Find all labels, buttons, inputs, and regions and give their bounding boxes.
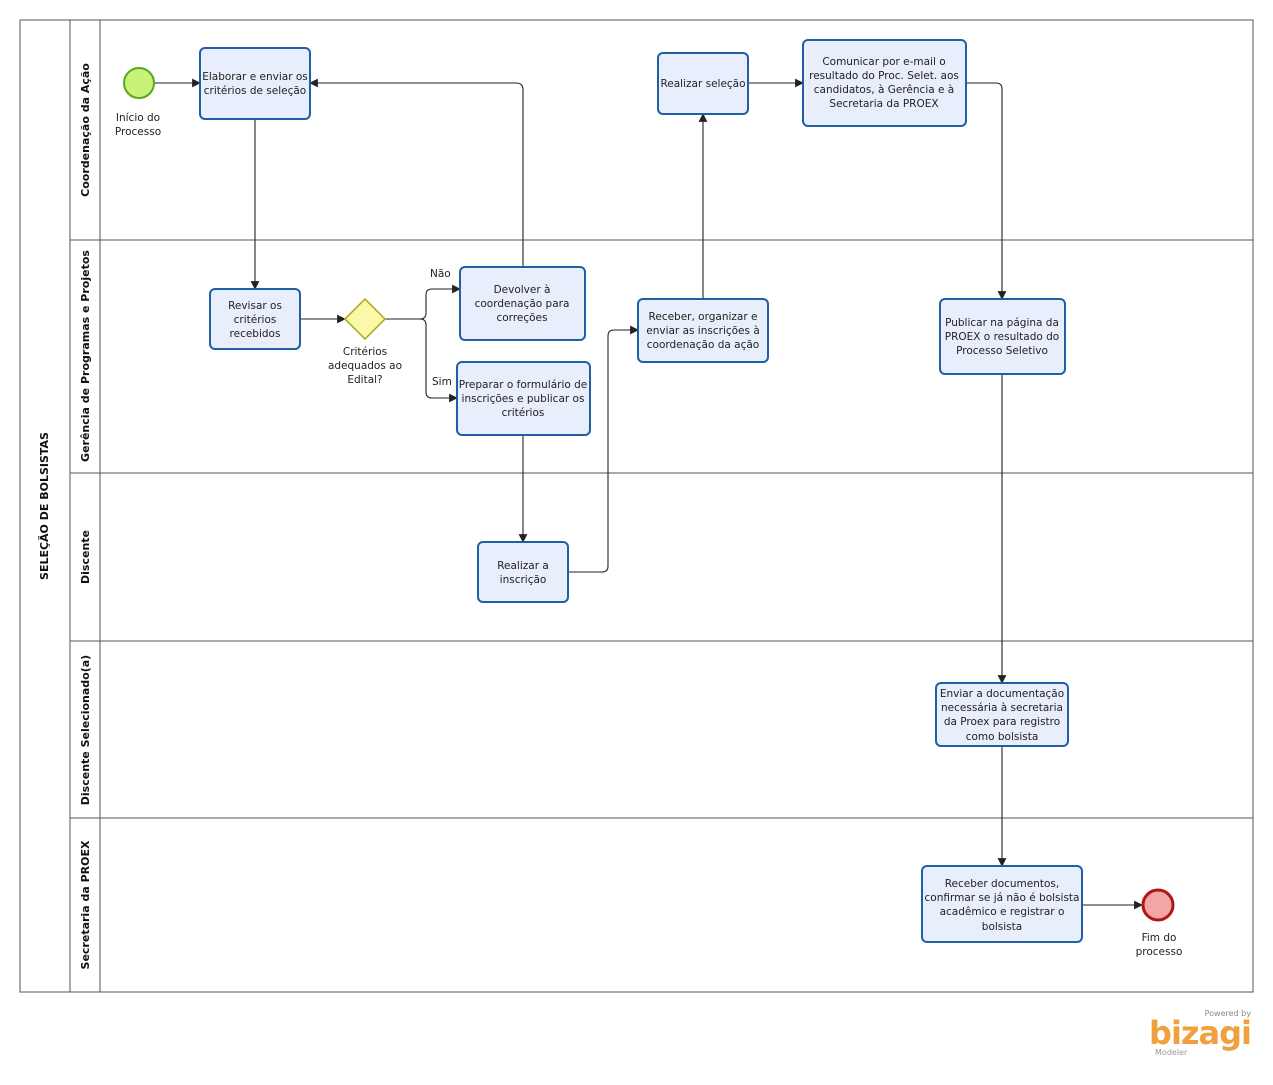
start-event-label-2: Processo xyxy=(115,126,161,138)
task-devolver-line: Devolver à xyxy=(494,284,551,296)
task-revisar-line: Revisar os xyxy=(228,300,282,312)
gateway: Critérios adequados ao Edital? Não Sim xyxy=(328,268,452,388)
tasks xyxy=(199,39,1083,943)
gateway-yes-label: Sim xyxy=(432,376,452,388)
task-comunicar-line: Secretaria da PROEX xyxy=(829,98,938,110)
start-event-label-1: Início do xyxy=(116,112,160,124)
lane-label-gerencia: Gerência de Programas e Projetos xyxy=(79,250,92,462)
task-preparar-line: Preparar o formulário de xyxy=(459,379,588,391)
lane-label-discente: Discente xyxy=(79,530,92,584)
task-receber-doc-line: acadêmico e registrar o xyxy=(940,906,1065,918)
end-event: Fim do processo xyxy=(1136,888,1183,958)
end-event-circle xyxy=(1141,888,1175,922)
task-preparar-line: critérios xyxy=(502,407,545,419)
task-inscricao-line: inscrição xyxy=(500,574,547,586)
task-devolver-line: coordenação para xyxy=(475,298,570,310)
start-event: Início do Processo xyxy=(115,67,161,138)
task-revisar-line: recebidos xyxy=(230,328,281,340)
flow-comunicar-to-publicar xyxy=(966,82,1007,300)
task-receber-doc-line: confirmar se já não é bolsista xyxy=(925,892,1080,904)
flow-gateway-sim xyxy=(385,318,458,403)
task-revisar[interactable] xyxy=(209,288,301,350)
task-enviar-doc-line: Enviar a documentação xyxy=(940,688,1064,700)
task-publicar-line: Publicar na página da xyxy=(945,317,1059,329)
gateway-label-2: adequados ao xyxy=(328,360,402,372)
sequence-flows xyxy=(155,78,1143,910)
task-comunicar-line: Comunicar por e-mail o xyxy=(822,56,945,68)
task-receber-doc-line: bolsista xyxy=(982,921,1022,933)
end-event-label-2: processo xyxy=(1136,946,1183,958)
task-receber-line: Receber, organizar e xyxy=(649,311,758,323)
task-selecao[interactable] xyxy=(657,52,749,115)
task-receber-doc-line: Receber documentos, xyxy=(945,878,1060,890)
task-receber-line: coordenação da ação xyxy=(647,339,759,351)
pool-title: SELEÇÃO DE BOLSISTAS xyxy=(38,432,51,580)
lane-label-coordenacao: Coordenação da Ação xyxy=(79,63,92,197)
gateway-no-label: Não xyxy=(430,268,451,280)
bizagi-branding: Powered by bizagi Modeler xyxy=(1149,1009,1252,1057)
end-event-label-1: Fim do xyxy=(1142,932,1177,944)
gateway-diamond xyxy=(343,297,387,341)
task-enviar-doc-line: da Proex para registro xyxy=(944,716,1060,728)
task-elaborar-line: critérios de seleção xyxy=(204,85,306,97)
task-revisar-line: critérios xyxy=(234,314,277,326)
flow-devolver-to-elaborar xyxy=(309,78,524,267)
task-comunicar[interactable] xyxy=(802,39,967,127)
task-inscricao[interactable] xyxy=(477,541,569,603)
task-devolver-line: correções xyxy=(496,312,547,324)
task-selecao-line: Realizar seleção xyxy=(660,78,745,90)
lane-label-discente-selecionado: Discente Selecionado(a) xyxy=(79,655,92,805)
flow-gateway-nao xyxy=(385,284,461,320)
gateway-label-3: Edital? xyxy=(347,374,382,386)
lane-label-secretaria: Secretaria da PROEX xyxy=(79,840,92,969)
task-enviar-doc[interactable] xyxy=(935,682,1069,747)
task-receber-doc[interactable] xyxy=(921,865,1083,943)
task-elaborar[interactable] xyxy=(199,47,311,120)
task-receber-line: enviar as inscrições à xyxy=(646,325,760,337)
task-publicar-line: Processo Seletivo xyxy=(956,345,1048,357)
bizagi-logo: bizagi xyxy=(1149,1014,1252,1052)
task-comunicar-line: resultado do Proc. Selet. aos xyxy=(809,70,959,82)
task-publicar-line: PROEX o resultado do xyxy=(945,331,1059,343)
pool: SELEÇÃO DE BOLSISTAS xyxy=(19,19,1254,993)
task-labels: Elaborar e enviar os critérios de seleçã… xyxy=(202,56,1079,933)
task-publicar[interactable] xyxy=(939,298,1066,375)
task-comunicar-line: candidatos, à Gerência e à xyxy=(814,84,955,96)
task-elaborar-line: Elaborar e enviar os xyxy=(202,71,308,83)
task-preparar[interactable] xyxy=(456,361,591,436)
task-receber[interactable] xyxy=(637,298,769,363)
lanes: Coordenação da Ação Gerência de Programa… xyxy=(70,63,1253,969)
task-devolver[interactable] xyxy=(459,266,586,341)
powered-by-text: Powered by xyxy=(1204,1009,1251,1018)
task-enviar-doc-line: necessária à secretaria xyxy=(941,702,1063,714)
flow-inscricao-to-receber xyxy=(568,325,639,573)
modeler-text: Modeler xyxy=(1155,1048,1188,1057)
task-preparar-line: inscrições e publicar os xyxy=(462,393,585,405)
task-inscricao-line: Realizar a xyxy=(497,560,549,572)
task-enviar-doc-line: como bolsista xyxy=(966,731,1039,743)
gateway-label-1: Critérios xyxy=(343,346,387,358)
start-event-circle xyxy=(123,67,155,99)
